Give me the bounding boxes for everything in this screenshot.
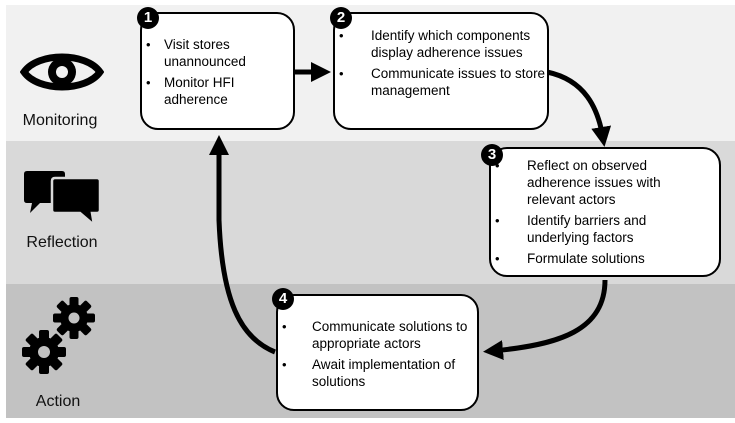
arrow-step4-to-step1 [209,135,276,355]
step-1-badge: 1 [137,7,159,29]
step-4-bullets: Communicate solutions to appropriate act… [278,296,477,390]
step-3-bullet: Identify barriers and underlying factors [491,212,702,246]
phase-label-action: Action [35,393,81,410]
step-2-badge: 2 [330,7,352,29]
step-3-bullet: Formulate solutions [491,250,702,267]
arrow-step3-to-step4 [483,279,608,360]
step-1-box: Visit stores unannounced Monitor HFI adh… [140,12,295,130]
step-1-bullets: Visit stores unannounced Monitor HFI adh… [142,14,293,108]
step-2-bullet: Communicate issues to store management [335,65,551,99]
speech-bubbles-icon [24,171,102,228]
step-2-bullets: Identify which components display adhere… [335,14,547,99]
step-1-bullet: Visit stores unannounced [142,36,272,70]
arrow-step2-to-step3 [546,69,612,147]
step-4-bullet: Await implementation of solutions [278,356,472,390]
step-1-bullet: Monitor HFI adherence [142,74,272,108]
step-4-badge: 4 [272,288,294,310]
step-4-bullet: Communicate solutions to appropriate act… [278,318,472,352]
step-3-badge: 3 [481,144,503,166]
step-3-bullets: Reflect on observed adherence issues wit… [491,149,719,267]
phase-label-reflection: Reflection [26,234,98,251]
gears-icon [22,297,95,374]
step-3-box: Reflect on observed adherence issues wit… [489,147,721,277]
step-2-bullet: Identify which components display adhere… [335,27,551,61]
phase-label-monitoring: Monitoring [22,112,98,129]
step-4-box: Communicate solutions to appropriate act… [276,294,479,411]
step-2-box: Identify which components display adhere… [333,12,549,130]
step-3-bullet: Reflect on observed adherence issues wit… [491,157,702,208]
eye-icon [20,53,104,91]
